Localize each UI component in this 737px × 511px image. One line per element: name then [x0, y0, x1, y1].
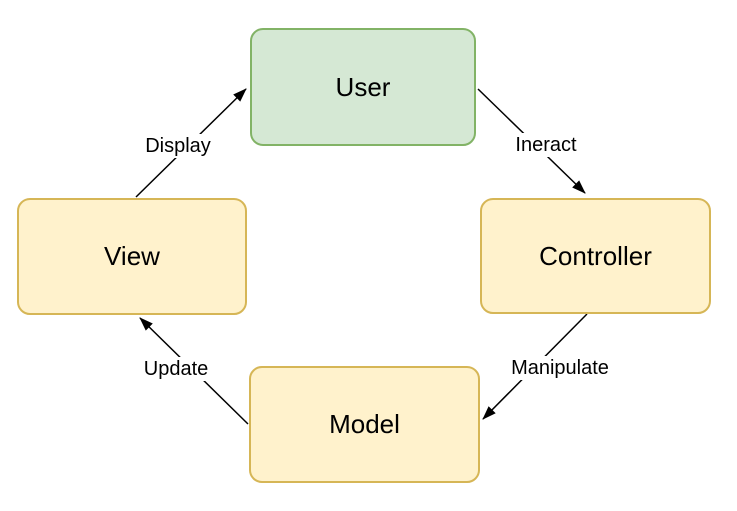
node-model: Model: [249, 366, 480, 483]
edge-label-display: Display: [143, 134, 213, 158]
edge-label-update: Update: [141, 357, 211, 381]
edge-label-ineract: Ineract: [513, 133, 579, 157]
node-view: View: [17, 198, 247, 315]
node-controller-label: Controller: [539, 240, 652, 271]
node-user: User: [250, 28, 476, 146]
node-controller: Controller: [480, 198, 711, 314]
node-user-label: User: [335, 71, 391, 102]
node-view-label: View: [104, 241, 160, 271]
node-model-label: Model: [329, 409, 400, 439]
edge-label-manipulate: Manipulate: [509, 356, 611, 380]
